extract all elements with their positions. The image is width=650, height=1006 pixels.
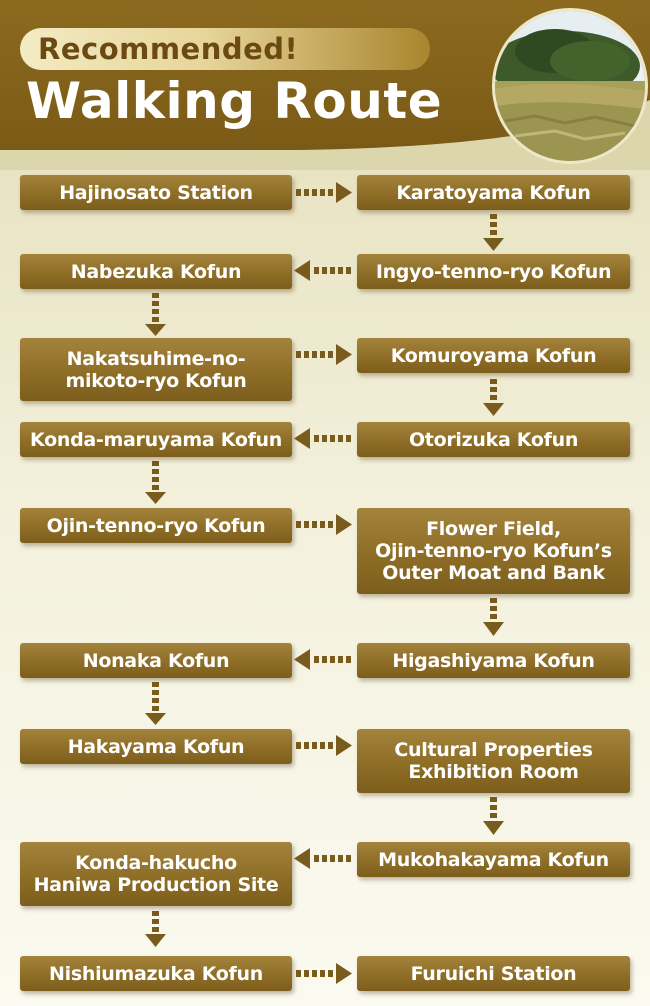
node-label-line-2: Exhibition Room: [408, 761, 579, 783]
route-node-hajinosato-station: Hajinosato Station: [20, 175, 292, 210]
arrow-down-4: [145, 461, 166, 504]
route-node-nabezuka-kofun: Nabezuka Kofun: [20, 254, 292, 289]
arrow-right-3: [296, 514, 352, 535]
recommended-label: Recommended!: [38, 32, 299, 66]
node-label-line-1: Cultural Properties: [394, 739, 593, 761]
route-node-otorizuka-kofun: Otorizuka Kofun: [357, 422, 630, 457]
arrow-down-5: [483, 598, 504, 636]
node-label-line-1: Flower Field,: [426, 518, 561, 540]
arrow-down-8: [145, 911, 166, 947]
arrow-right-2: [296, 344, 352, 365]
route-node-nonaka-kofun: Nonaka Kofun: [20, 643, 292, 678]
kofun-photo: [492, 8, 648, 164]
route-node-higashiyama-kofun: Higashiyama Kofun: [357, 643, 630, 678]
arrow-left-4: [294, 848, 351, 869]
node-label: Karatoyama Kofun: [396, 181, 591, 204]
route-node-ojin-tenno-ryo-kofun: Ojin-tenno-ryo Kofun: [20, 508, 292, 543]
node-label-line-2: Haniwa Production Site: [33, 874, 279, 896]
node-label-line-1: Konda-hakucho: [75, 852, 237, 874]
node-label: Higashiyama Kofun: [392, 649, 595, 672]
node-label: Komuroyama Kofun: [390, 344, 597, 367]
arrow-left-1: [294, 260, 351, 281]
route-node-ingyo-tenno-ryo-kofun: Ingyo-tenno-ryo Kofun: [357, 254, 630, 289]
route-node-cultural-properties-exhibition-room: Cultural Properties Exhibition Room: [357, 729, 630, 793]
node-label: Nishiumazuka Kofun: [49, 962, 263, 985]
arrow-down-6: [145, 682, 166, 725]
node-label: Nabezuka Kofun: [70, 260, 242, 283]
route-node-konda-maruyama-kofun: Konda-maruyama Kofun: [20, 422, 292, 457]
header-wave: [0, 100, 650, 170]
node-label: Hajinosato Station: [59, 181, 253, 204]
arrow-right-5: [296, 963, 352, 984]
arrow-left-2: [294, 428, 351, 449]
kofun-landscape-image: [495, 11, 645, 161]
node-label: Ojin-tenno-ryo Kofun: [46, 514, 266, 537]
node-label: Furuichi Station: [410, 962, 577, 985]
node-label: Otorizuka Kofun: [408, 428, 579, 451]
arrow-left-3: [294, 649, 351, 670]
route-node-nishiumazuka-kofun: Nishiumazuka Kofun: [20, 956, 292, 991]
node-label: Mukohakayama Kofun: [378, 848, 609, 871]
arrow-right-1: [296, 182, 352, 203]
route-node-nakatsuhime-no-mikoto-ryo-kofun: Nakatsuhime-no- mikoto-ryo Kofun: [20, 338, 292, 401]
node-label-line-3: Outer Moat and Bank: [382, 562, 605, 584]
route-node-flower-field: Flower Field, Ojin-tenno-ryo Kofun’s Out…: [357, 508, 630, 594]
node-label: Konda-maruyama Kofun: [30, 428, 282, 451]
node-label-line-2: Ojin-tenno-ryo Kofun’s: [375, 540, 612, 562]
recommended-tag: [20, 28, 430, 70]
node-label: Hakayama Kofun: [67, 735, 245, 758]
arrow-down-1: [483, 214, 504, 251]
route-node-komuroyama-kofun: Komuroyama Kofun: [357, 338, 630, 373]
arrow-down-2: [145, 293, 166, 336]
node-label: Ingyo-tenno-ryo Kofun: [375, 260, 612, 283]
node-label-line-2: mikoto-ryo Kofun: [65, 369, 247, 392]
route-node-karatoyama-kofun: Karatoyama Kofun: [357, 175, 630, 210]
route-node-mukohakayama-kofun: Mukohakayama Kofun: [357, 842, 630, 877]
route-node-hakayama-kofun: Hakayama Kofun: [20, 729, 292, 764]
route-node-furuichi-station: Furuichi Station: [357, 956, 630, 991]
arrow-down-7: [483, 797, 504, 835]
page-title: Walking Route: [26, 72, 443, 130]
arrow-down-3: [483, 379, 504, 416]
node-label-line-1: Nakatsuhime-no-: [66, 347, 246, 370]
arrow-right-4: [296, 735, 352, 756]
node-label: Nonaka Kofun: [82, 649, 230, 672]
route-node-konda-hakucho-haniwa-production-site: Konda-hakucho Haniwa Production Site: [20, 842, 292, 906]
